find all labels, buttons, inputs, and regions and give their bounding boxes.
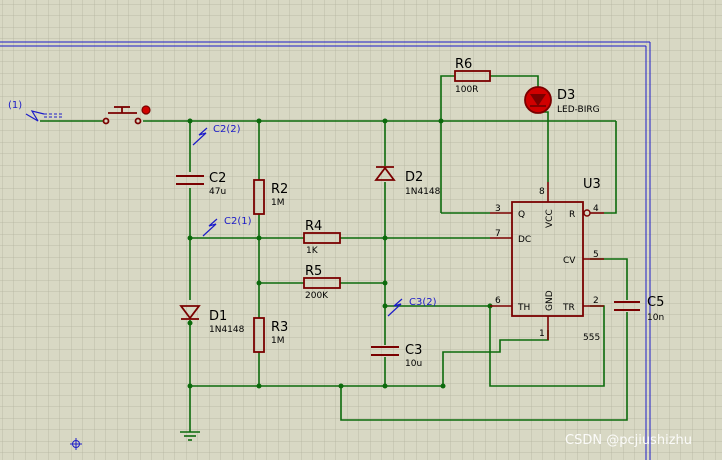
diode-d1[interactable]: D1 1N4148 bbox=[179, 305, 245, 335]
r5-value: 200K bbox=[305, 291, 329, 301]
d1-label: D1 bbox=[209, 309, 227, 324]
r5-label: R5 bbox=[305, 264, 322, 279]
r3-label: R3 bbox=[271, 320, 288, 335]
pin-dc: DC bbox=[518, 235, 531, 245]
capacitor-c3[interactable]: C3 10u bbox=[371, 343, 422, 369]
r3-value: 1M bbox=[271, 336, 285, 346]
probe-c3-2[interactable]: C3(2) bbox=[387, 297, 437, 317]
pin-num-7: 7 bbox=[495, 229, 501, 239]
ground-symbol bbox=[180, 431, 200, 441]
pin-num-3: 3 bbox=[495, 204, 501, 214]
c2-1-probe-label: C2(1) bbox=[224, 216, 252, 227]
pin-gnd: GND bbox=[545, 290, 555, 311]
sheet-border bbox=[0, 41, 651, 460]
d2-value: 1N4148 bbox=[405, 187, 441, 197]
pin-r: R bbox=[569, 210, 575, 220]
resistor-r6[interactable]: R6 100R bbox=[454, 57, 491, 95]
pin-tr: TR bbox=[562, 303, 575, 313]
r2-label: R2 bbox=[271, 182, 288, 197]
r6-label: R6 bbox=[455, 57, 472, 72]
c2-value: 47u bbox=[209, 187, 226, 197]
resistor-r4[interactable]: R4 1K bbox=[303, 219, 341, 256]
r6-value: 100R bbox=[455, 85, 478, 95]
pin-q: Q bbox=[518, 210, 525, 220]
probe-c2-1[interactable]: C2(1) bbox=[202, 216, 252, 237]
capacitor-c5[interactable]: C5 10n bbox=[614, 295, 664, 323]
u3-label: U3 bbox=[583, 177, 601, 192]
c5-value: 10n bbox=[647, 313, 664, 323]
c3-value: 10u bbox=[405, 359, 422, 369]
input-probe[interactable]: (1) bbox=[8, 100, 64, 122]
c3-label: C3 bbox=[405, 343, 422, 358]
pin-num-6: 6 bbox=[495, 296, 501, 306]
c3-probe-label: C3(2) bbox=[409, 297, 437, 308]
pin-th: TH bbox=[517, 303, 530, 313]
r4-label: R4 bbox=[305, 219, 322, 234]
resistor-r2[interactable]: R2 1M bbox=[253, 179, 288, 215]
origin-marker bbox=[70, 438, 82, 450]
diode-d2[interactable]: D2 1N4148 bbox=[374, 166, 441, 197]
watermark: CSDN @pcjiushizhu bbox=[565, 433, 692, 448]
probe-c2-2[interactable]: C2(2) bbox=[192, 124, 241, 146]
pin-num-5: 5 bbox=[593, 250, 599, 260]
resistor-r3[interactable]: R3 1M bbox=[253, 317, 288, 353]
push-switch[interactable] bbox=[102, 105, 151, 125]
d3-label: D3 bbox=[557, 88, 575, 103]
input-probe-label: (1) bbox=[8, 100, 22, 111]
d3-value: LED-BIRG bbox=[557, 105, 600, 115]
d2-label: D2 bbox=[405, 170, 423, 185]
pin-num-1: 1 bbox=[539, 329, 545, 339]
pin-num-8: 8 bbox=[539, 187, 545, 197]
junctions bbox=[187, 118, 493, 389]
pin-vcc: VCC bbox=[545, 209, 555, 228]
pin-num-2: 2 bbox=[593, 296, 599, 306]
r4-value: 1K bbox=[306, 246, 319, 256]
ic-part-label: 555 bbox=[583, 333, 600, 343]
c2-probe-label: C2(2) bbox=[213, 124, 241, 135]
c5-label: C5 bbox=[647, 295, 664, 310]
d1-value: 1N4148 bbox=[209, 325, 245, 335]
resistor-r5[interactable]: R5 200K bbox=[303, 264, 341, 301]
led-d3[interactable]: D3 LED-BIRG bbox=[524, 86, 600, 115]
c2-label: C2 bbox=[209, 171, 226, 186]
pin-cv: CV bbox=[563, 256, 576, 266]
r2-value: 1M bbox=[271, 198, 285, 208]
capacitor-c2[interactable]: C2 47u bbox=[176, 171, 226, 197]
ic-u3-555[interactable]: U3 555 Q DC TH R CV TR VCC GND 3 7 6 8 4… bbox=[490, 177, 604, 343]
pin-num-4: 4 bbox=[593, 204, 599, 214]
